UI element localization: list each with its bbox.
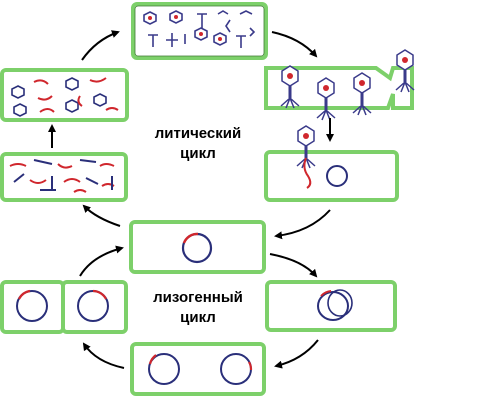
cell-integration: [265, 280, 397, 332]
cell-synthesis: [0, 68, 129, 122]
lysogenic-label-line2: цикл: [180, 309, 216, 326]
lytic-label-line2: цикл: [180, 145, 216, 162]
cell-phage-release: [264, 49, 415, 121]
cell-lysogen-left: [61, 280, 128, 334]
cell-replication: [0, 152, 128, 202]
cell-division: [130, 342, 266, 396]
cell-lysogen-far-left: [0, 280, 65, 334]
lysogenic-cycle-label: лизогенный цикл: [140, 288, 256, 328]
lysogenic-label-line1: лизогенный: [153, 289, 243, 306]
cell-lysogen-entry: [129, 220, 266, 274]
cycle-arrows: [48, 30, 334, 369]
cell-phage-attach: [264, 125, 399, 202]
cell-phage-assembly: [131, 2, 268, 60]
lytic-cycle-label: литический цикл: [140, 124, 256, 164]
lytic-label-line1: литический: [154, 125, 242, 142]
